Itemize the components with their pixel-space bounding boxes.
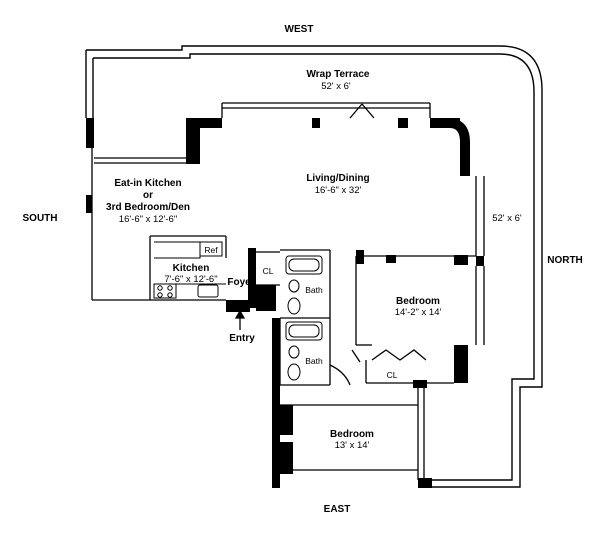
entry-arrow-icon xyxy=(234,309,246,330)
bedroom-east-size: 13' x 14' xyxy=(335,440,370,451)
fixtures xyxy=(153,241,323,381)
wrap-terrace-size: 52' x 6' xyxy=(321,81,351,92)
east-closet-1-label: CL xyxy=(281,419,292,429)
eat-in-kitchen-line3: 3rd Bedroom/Den xyxy=(106,202,190,213)
compass-north: NORTH xyxy=(547,255,583,266)
living-dining-name: Living/Dining xyxy=(306,173,369,184)
living-dining-size: 16'-6" x 32' xyxy=(315,185,362,196)
foyer-label: Foyer xyxy=(227,277,254,288)
east-closet-2-label: CL xyxy=(281,458,292,468)
interior-walls xyxy=(91,102,485,480)
compass-south: SOUTH xyxy=(23,213,58,224)
bedroom-east-name: Bedroom xyxy=(330,429,374,440)
bathtub-upper xyxy=(285,255,323,275)
compass-east: EAST xyxy=(324,504,351,515)
sink-lower xyxy=(287,363,301,381)
bedroom-closet-label: CL xyxy=(387,370,398,380)
eat-in-kitchen-size: 16'-6" x 12'-6" xyxy=(119,214,177,225)
bath-upper-label: Bath xyxy=(305,285,323,295)
toilet-upper xyxy=(288,279,300,293)
range-top xyxy=(153,283,177,299)
bedroom-main-size: 14'-2" x 14' xyxy=(395,307,442,318)
exterior-walls xyxy=(86,118,484,488)
terrace-outline xyxy=(85,45,543,488)
wrap-terrace-name: Wrap Terrace xyxy=(307,69,370,80)
kitchen-name: Kitchen xyxy=(173,263,210,274)
entry-label: Entry xyxy=(229,333,255,344)
kitchen-sink xyxy=(197,284,219,298)
foyer-closet-label: CL xyxy=(263,266,274,276)
eat-in-kitchen-line2: or xyxy=(143,190,153,201)
sink-upper xyxy=(287,297,301,315)
ref-label: Ref xyxy=(204,245,218,255)
toilet-lower xyxy=(288,345,300,359)
compass-west: WEST xyxy=(285,24,314,35)
north-terrace-size: 52' x 6' xyxy=(492,213,522,224)
kitchen-size: 7'-6" x 12'-6" xyxy=(164,274,217,285)
bathtub-lower xyxy=(285,321,323,341)
bath-lower-label: Bath xyxy=(305,356,323,366)
bedroom-main-name: Bedroom xyxy=(396,296,440,307)
eat-in-kitchen-line1: Eat-in Kitchen xyxy=(114,178,181,189)
